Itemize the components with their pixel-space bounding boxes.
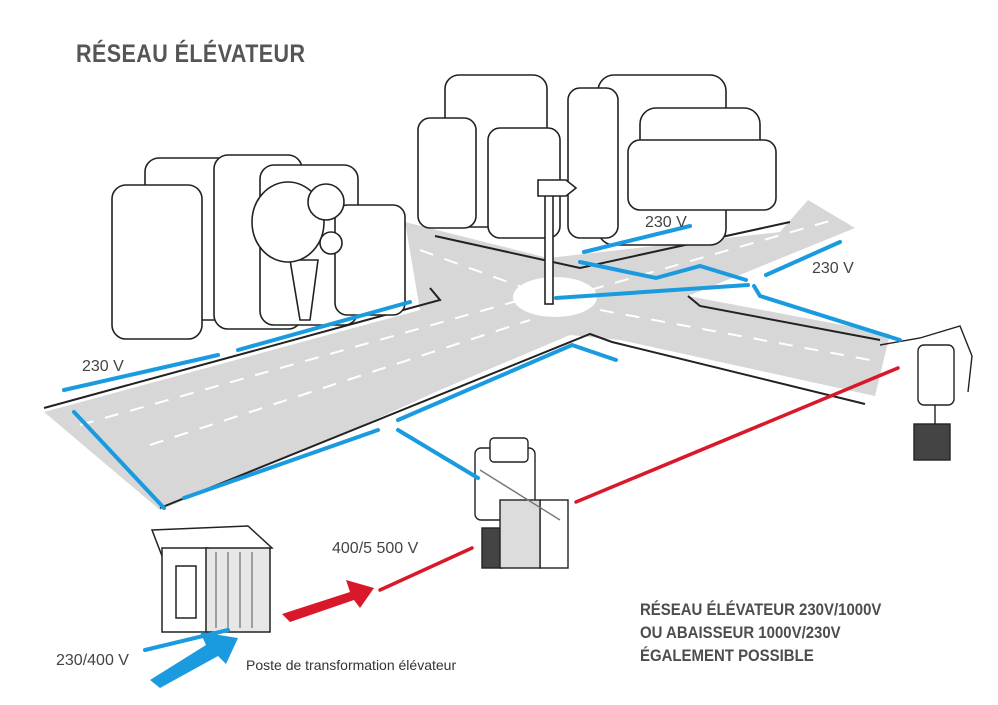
- signpost-icon: [537, 179, 578, 305]
- low-voltage-lines: [62, 224, 902, 652]
- substation-building: [150, 525, 274, 633]
- label-230v-left: 230 V: [82, 358, 124, 375]
- label-230v-right: 230 V: [812, 260, 854, 277]
- tree-icon: [251, 181, 345, 321]
- transformer-center-icon: [474, 437, 569, 569]
- buildings-left: [111, 154, 406, 340]
- note-line-1: RÉSEAU ÉLÉVATEUR 230V/1000V: [640, 600, 882, 619]
- note-line-2: OU ABAISSEUR 1000V/230V: [640, 623, 841, 642]
- transformer-right-icon: [879, 325, 973, 461]
- label-230-400v: 230/400 V: [56, 652, 129, 669]
- diagram-title: RÉSEAU ÉLÉVATEUR: [76, 40, 306, 68]
- buildings-top: [417, 74, 777, 246]
- label-230v-top: 230 V: [645, 214, 687, 231]
- note-line-3: ÉGALEMENT POSSIBLE: [640, 646, 814, 665]
- high-voltage-lines: [378, 366, 900, 592]
- substation-label: Poste de transformation élévateur: [246, 657, 457, 673]
- note-block: RÉSEAU ÉLÉVATEUR 230V/1000V OU ABAISSEUR…: [640, 598, 881, 667]
- incoming-arrow-icon: [150, 632, 238, 688]
- outgoing-arrow-icon: [282, 580, 374, 622]
- label-400-5500v: 400/5 500 V: [332, 540, 419, 557]
